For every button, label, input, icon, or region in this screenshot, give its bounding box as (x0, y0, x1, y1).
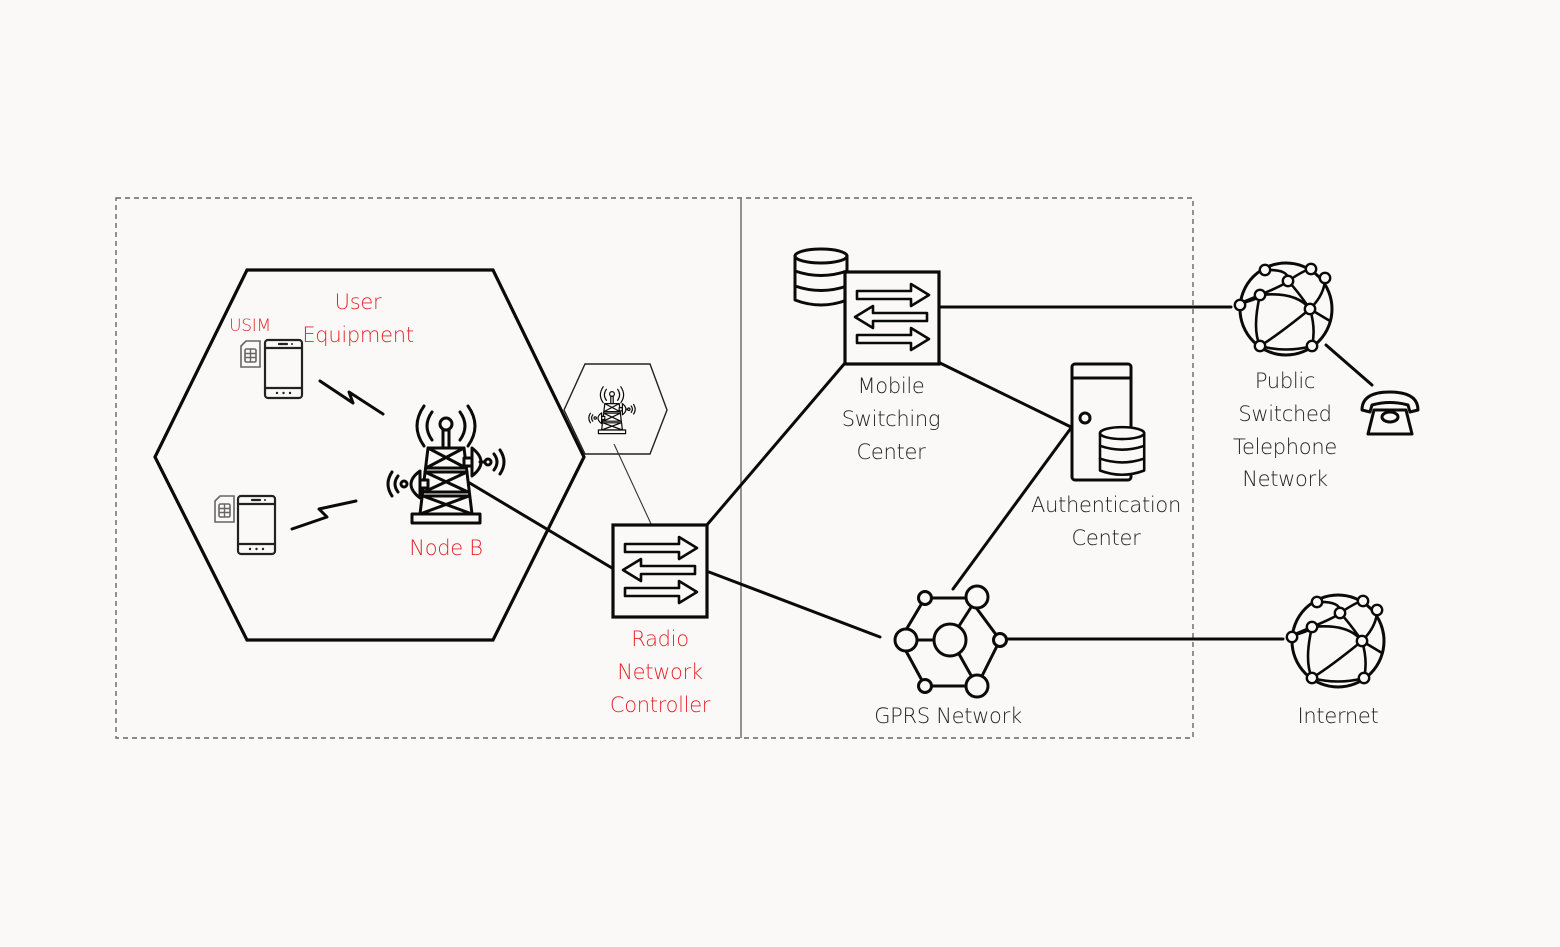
link-auc-gprs (951, 426, 1073, 591)
pstn-label-line-1: Public (1255, 369, 1315, 393)
msc-label-line-2: Switching (842, 407, 940, 431)
link-nodeb-rnc (466, 480, 614, 570)
pstn-label-line-4: Network (1242, 467, 1328, 491)
rnc-label-line-1: Radio (631, 627, 689, 651)
rnc-label-line-2: Network (617, 660, 703, 684)
smartphone-icon (236, 494, 277, 556)
usim-card-icon (240, 340, 261, 368)
wireless-link-icon (318, 379, 385, 416)
telephone-icon[interactable] (1360, 390, 1420, 436)
pstn-label-line-3: Telephone (1233, 435, 1337, 459)
link-msc-auc (938, 361, 1073, 429)
network-boundary-dashed (115, 197, 1194, 739)
auc-label-line-1: Authentication (1031, 493, 1181, 517)
gprs-network-hub-icon[interactable] (893, 584, 1008, 699)
link-rnc-gprs (707, 570, 882, 639)
msc-label-line-1: Mobile (857, 374, 924, 398)
msc-label-line-3: Center (857, 440, 927, 464)
rnc-label-line-3: Controller (610, 693, 711, 717)
usim-label: USIM (229, 316, 271, 336)
smartphone-icon (263, 338, 304, 400)
msc-switch-icon[interactable] (843, 270, 941, 366)
auc-label-line-2: Center (1072, 526, 1142, 550)
usim-card-icon (214, 495, 235, 523)
msc-database-icon (793, 247, 849, 307)
cell-tower-icon (386, 404, 506, 525)
rnc-switch-icon[interactable] (611, 523, 709, 619)
connections (466, 305, 1374, 641)
auc-database-icon (1098, 425, 1146, 477)
link-rnc-msc (704, 361, 847, 528)
gprs-network-label: GPRS Network (874, 704, 1022, 728)
user-equipment-label-line-2: Equipment (302, 323, 413, 347)
node-b-label: Node B (409, 536, 482, 560)
internet-label: Internet (1298, 704, 1379, 728)
internet-globe-network-icon[interactable] (1285, 593, 1386, 689)
link-pstn-telephone (1324, 343, 1374, 387)
pstn-label-line-2: Switched (1238, 402, 1331, 426)
pstn-globe-network-icon[interactable] (1233, 261, 1334, 357)
link-neighbor-rnc (613, 443, 653, 527)
user-equipment-label-line-1: User (335, 290, 382, 314)
wireless-link-icon (290, 499, 358, 531)
cell-hexagon (153, 268, 586, 642)
